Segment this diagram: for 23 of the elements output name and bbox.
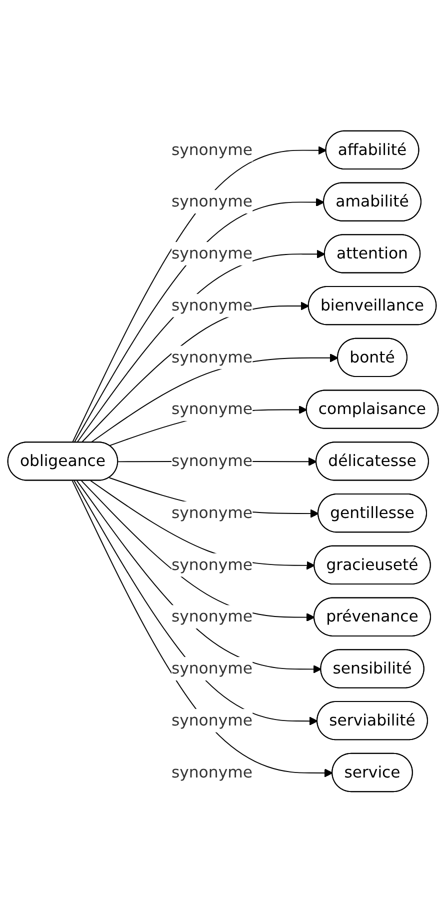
arrow	[76, 480, 322, 674]
edge-label: synonyme	[171, 296, 252, 315]
arrow	[72, 146, 327, 444]
edge-label: synonyme	[171, 400, 252, 418]
arrow	[90, 354, 338, 444]
edge-label: synonyme	[171, 555, 252, 574]
edge-label: synonyme	[171, 348, 252, 367]
arrow	[76, 250, 326, 444]
arrow	[81, 480, 315, 622]
edge-label: synonyme	[171, 192, 252, 211]
arrow	[74, 198, 324, 444]
edge-label: synonyme	[171, 452, 252, 470]
edge-label: synonyme	[171, 504, 252, 522]
arrow	[81, 302, 310, 444]
edge-label: synonyme	[171, 244, 252, 263]
edge-label: synonyme	[171, 140, 252, 160]
edge-label: synonyme	[171, 711, 252, 730]
arrow	[72, 480, 333, 778]
arrow	[74, 480, 318, 726]
edge-label: synonyme	[171, 607, 252, 626]
edge-label: synonyme	[171, 762, 252, 782]
arrow	[90, 480, 315, 570]
edge-label: synonyme	[171, 659, 252, 678]
